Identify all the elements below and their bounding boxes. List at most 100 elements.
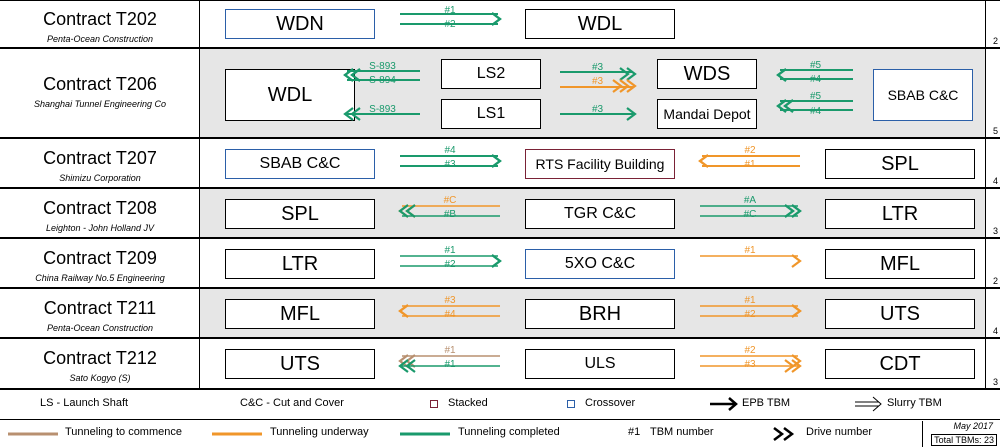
tbm-drive-label: #3 [591, 62, 604, 73]
tunnel-arrow-underway [700, 359, 802, 373]
contract-title: Contract T207 [43, 148, 157, 168]
tbm-count: 2 [992, 36, 998, 46]
tbm-drive-label: #4 [809, 106, 822, 117]
tunnel-arrow-completed [398, 204, 500, 218]
tbm-drive-label: #2 [744, 145, 756, 156]
contractor-name: Shimizu Corporation [59, 173, 141, 183]
tbm-drive-label: #4 [444, 309, 456, 320]
tbm-drive-label: #3 [444, 295, 456, 306]
date-total-box: May 2017 Total TBMs: 23 [922, 421, 999, 447]
tbm-drive-label: #1 [444, 359, 456, 370]
station-box-mfl: MFL [825, 249, 975, 279]
station-box-ltr: LTR [825, 199, 975, 229]
tunnel-arrow-completed [400, 154, 502, 168]
legend-crossover: Crossover [585, 397, 636, 409]
tbm-count: 4 [992, 176, 998, 186]
contract-title: Contract T209 [43, 248, 157, 268]
contractor-name: Penta-Ocean Construction [46, 34, 154, 44]
tbm-drive-label: #3 [591, 76, 604, 87]
tunnel-arrow-completed [700, 204, 802, 218]
legend-launch-shaft: LS - Launch Shaft [40, 397, 129, 409]
tunnel-arrow-underway [698, 154, 800, 168]
tbm-drive-label: #B [443, 209, 457, 220]
tbm-count: 3 [992, 377, 998, 387]
legend: LS - Launch Shaft C&C - Cut and Cover St… [0, 390, 1000, 448]
contract-title: Contract T208 [43, 198, 157, 218]
tunnel-arrow-underway [700, 304, 802, 318]
tunnel-arrow-completed [776, 68, 853, 82]
tbm-count: 3 [992, 226, 998, 236]
tbm-drive-label: #1 [444, 5, 456, 16]
slurry-arrow-icon [855, 396, 882, 412]
tbm-count-cell: 3 [985, 189, 1000, 237]
tunnel-arrow-completed [343, 68, 420, 82]
tbm-count-cell: 4 [985, 289, 1000, 337]
tbm-drive-label: S-893 [369, 104, 396, 115]
legend-stacked: Stacked [448, 397, 488, 409]
contractor-name: Leighton - John Holland JV [45, 223, 155, 233]
tunnel-arrow-completed [776, 99, 853, 113]
tunnel-arrow-underway [560, 79, 637, 93]
legend-completed: Tunneling completed [458, 426, 560, 438]
tbm-drive-label: S-893 [369, 61, 396, 72]
station-box-spl: SPL [225, 199, 375, 229]
tbm-drive-label: #1 [444, 245, 456, 256]
tbm-drive-label: #2 [444, 19, 456, 30]
stacked-swatch [430, 400, 438, 408]
legend-drive-number: Drive number [806, 426, 873, 438]
contract-title: Contract T212 [43, 348, 157, 368]
tunnel-arrow-completed [398, 359, 500, 373]
tbm-drive-label: S-894 [369, 75, 396, 86]
commence-line [8, 432, 58, 436]
tbm-drive-label: #C [743, 209, 757, 220]
station-box-ltr: LTR [225, 249, 375, 279]
legend-tbm-number: TBM number [650, 426, 714, 438]
tbm-drive-label: #4 [809, 74, 822, 85]
tbm-drive-label: #2 [744, 345, 756, 356]
station-box-sbab-c-c: SBAB C&C [873, 69, 973, 121]
crossover-swatch [567, 400, 575, 408]
tbm-drive-label: #1 [444, 345, 456, 356]
station-box-tgr-c-c: TGR C&C [525, 199, 675, 229]
tbm-drive-label: #2 [744, 309, 756, 320]
station-box-wdl: WDL [225, 69, 355, 121]
legend-slurry: Slurry TBM [887, 397, 942, 409]
station-box-wds: WDS [657, 59, 757, 89]
tbm-drive-label: #A [743, 195, 757, 206]
tunnel-arrow-underway [398, 304, 500, 318]
station-box-cdt: CDT [825, 349, 975, 379]
station-box-uts: UTS [825, 299, 975, 329]
tbm-drive-label: #5 [809, 91, 822, 102]
station-box-mfl: MFL [225, 299, 375, 329]
tbm-count: 2 [992, 276, 998, 286]
tbm-drive-label: #1 [744, 295, 756, 306]
tbm-drive-label: #3 [591, 104, 604, 115]
underway-line [212, 432, 262, 436]
tunnel-arrow-underway [700, 354, 802, 368]
total-tbms: Total TBMs: 23 [931, 434, 997, 446]
station-box-uls: ULS [525, 349, 675, 379]
station-box-ls1: LS1 [441, 99, 541, 129]
legend-tbm-symbol: #1 [628, 426, 641, 438]
station-box-mandai-depot: Mandai Depot [657, 99, 757, 129]
legend-cut-and-cover: C&C - Cut and Cover [240, 397, 344, 409]
station-box-sbab-c-c: SBAB C&C [225, 149, 375, 179]
contractor-name: Penta-Ocean Construction [46, 323, 154, 333]
tbm-count: 5 [992, 126, 998, 136]
tbm-count-cell: 2 [985, 1, 1000, 47]
station-box-uts: UTS [225, 349, 375, 379]
station-box-ls2: LS2 [441, 59, 541, 89]
tunnel-arrow-completed [343, 107, 420, 121]
station-box-brh: BRH [525, 299, 675, 329]
drive-arrow-icon [773, 427, 795, 441]
legend-commence: Tunneling to commence [65, 426, 182, 438]
tbm-drive-label: #3 [744, 359, 756, 370]
